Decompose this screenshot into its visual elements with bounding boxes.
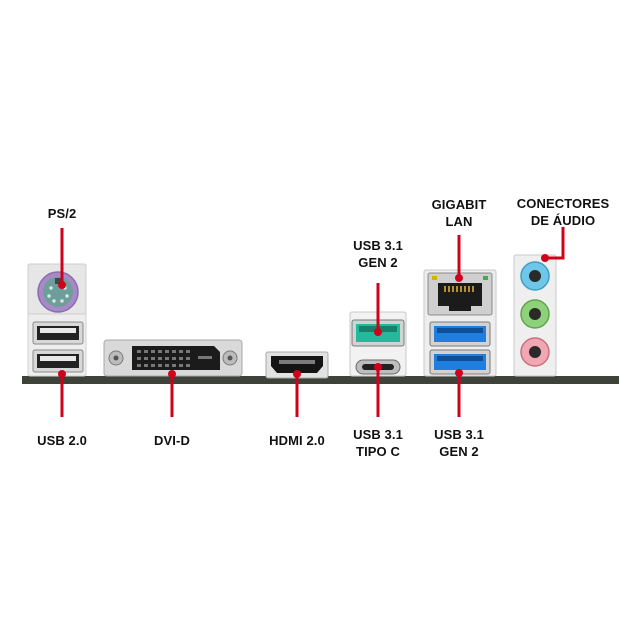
label-gigabit-lan: GIGABIT LAN: [431, 197, 487, 229]
audio-jack-icon: [520, 299, 550, 329]
label-usb31-gen2-top: USB 3.1 GEN 2: [353, 238, 403, 270]
audio-jack-icon: [520, 261, 550, 291]
audio-jack-icon: [520, 337, 550, 367]
usb-a-port-icon: [429, 349, 491, 375]
leader-lines: [58, 227, 565, 417]
hdmi-port-icon: [265, 351, 329, 379]
usb-a-port-icon: [429, 321, 491, 347]
leader-line-audio: [545, 227, 565, 260]
leader-dot-audio: [541, 254, 549, 262]
usb-a-port-icon: [32, 349, 84, 373]
leader-dot-lan: [455, 274, 463, 282]
dvi-port-icon: [103, 339, 243, 377]
leader-dot-usb31-gen2-top: [374, 328, 382, 336]
leader-dot-ps2: [58, 281, 66, 289]
label-dvid: DVI-D: [154, 433, 190, 448]
ps2-port-icon: [37, 271, 79, 313]
leader-dot-hdmi: [293, 370, 301, 378]
leader-dot-dvid: [168, 370, 176, 378]
ethernet-port-icon: [427, 272, 493, 316]
label-usb31-gen2-bottom: USB 3.1 GEN 2: [434, 427, 484, 459]
leader-dot-usb20: [58, 370, 66, 378]
label-usb31-typec: USB 3.1 TIPO C: [353, 427, 403, 459]
label-audio-connectors: CONECTORES DE ÁUDIO: [516, 196, 610, 228]
usb-a-port-icon: [32, 321, 84, 345]
label-ps2: PS/2: [47, 206, 77, 221]
label-usb20: USB 2.0: [37, 433, 87, 448]
leader-dot-usbc: [374, 363, 382, 371]
board-edge: [22, 376, 619, 384]
label-hdmi: HDMI 2.0: [269, 433, 325, 448]
leader-dot-usb31-gen2-bottom: [455, 369, 463, 377]
